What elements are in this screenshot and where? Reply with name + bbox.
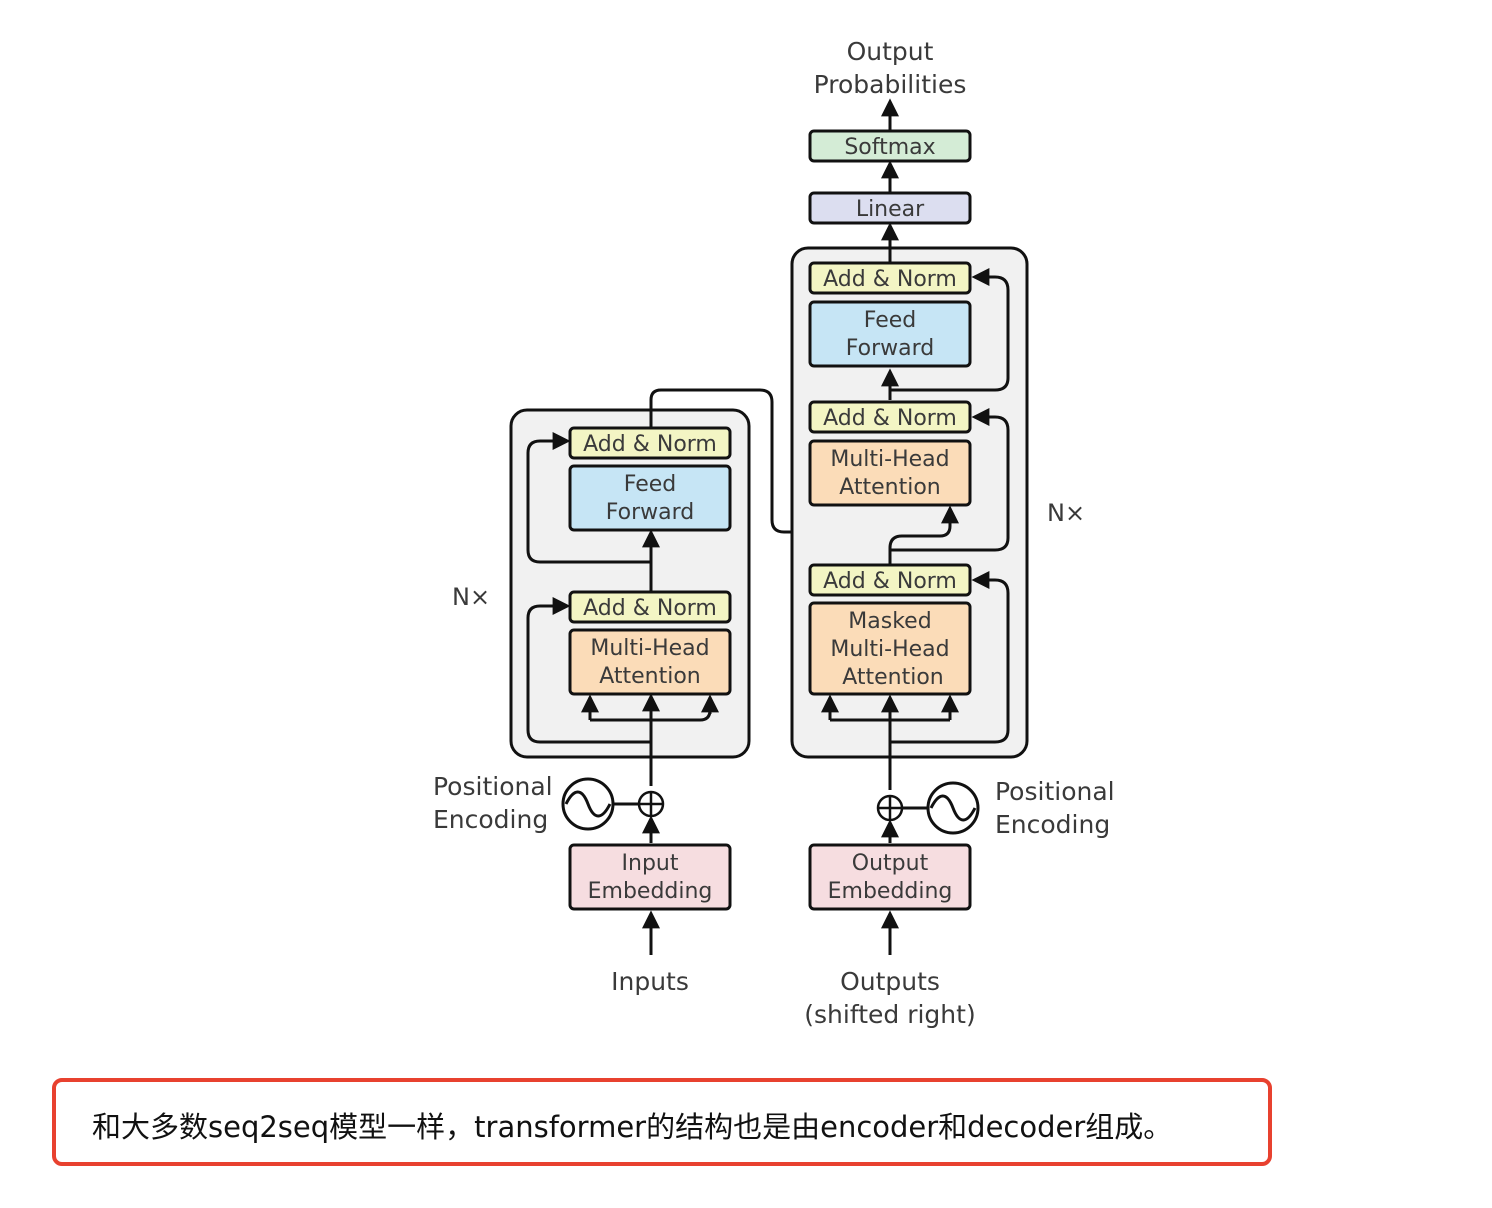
decoder-masked-line1: Masked [848, 609, 931, 634]
encoder-attention-line2: Attention [599, 664, 701, 689]
encoder-feed-forward-line2: Forward [606, 500, 694, 525]
decoder-nx-label: N× [1047, 499, 1085, 527]
decoder-add-icon [876, 794, 904, 822]
decoder-masked-line2: Multi-Head [830, 637, 949, 662]
encoder-attention-line1: Multi-Head [590, 636, 709, 661]
encoder-residual-attention [526, 597, 651, 744]
decoder-add-norm-bottom-box [808, 563, 972, 597]
outputs-label-line1: Outputs [840, 967, 940, 996]
encoder-add-norm-top: Add & Norm [583, 432, 717, 457]
outputs-label-line2: (shifted right) [804, 1000, 975, 1029]
inputs-label: Inputs [611, 967, 689, 996]
encoder-add-icon [637, 790, 665, 818]
output-embedding-line2: Embedding [828, 879, 953, 904]
input-embedding-box [568, 843, 732, 911]
caption-box: 和大多数seq2seq模型一样，transformer的结构也是由encoder… [52, 1078, 1272, 1166]
decoder-feed-forward-line2: Forward [846, 336, 934, 361]
input-embedding-line2: Embedding [588, 879, 713, 904]
decoder-attention-line2: Attention [839, 475, 941, 500]
output-embedding-line1: Output [852, 851, 929, 876]
decoder-positional-encoding-line2: Encoding [995, 810, 1110, 839]
linear-label: Linear [856, 197, 925, 222]
decoder-positional-encoding-line1: Positional [995, 777, 1115, 806]
softmax-box [808, 129, 972, 163]
encoder-nx-label: N× [452, 583, 490, 611]
decoder-add-norm-top-box [808, 261, 972, 295]
output-embedding-box [808, 843, 972, 911]
decoder-residual-attention [890, 408, 1010, 552]
decoder-feed-forward-line1: Feed [864, 308, 917, 333]
output-probabilities-line1: Output [847, 37, 934, 66]
transformer-architecture-diagram: Add & Norm Feed Forward Add & Norm Multi… [433, 37, 1115, 1029]
caption-text: 和大多数seq2seq模型一样，transformer的结构也是由encoder… [92, 1110, 1173, 1144]
decoder-add-norm-top: Add & Norm [823, 267, 957, 292]
output-probabilities-line2: Probabilities [814, 70, 967, 99]
encoder-sine-icon [561, 777, 638, 831]
softmax-label: Softmax [844, 135, 935, 160]
encoder-residual-ffn [526, 432, 651, 564]
decoder-add-norm-middle: Add & Norm [823, 406, 957, 431]
input-embedding-line1: Input [622, 851, 679, 876]
encoder-block [509, 408, 751, 759]
encoder-feed-forward-line1: Feed [624, 472, 677, 497]
decoder-attention-box [808, 439, 972, 507]
decoder-sine-icon [902, 781, 980, 835]
encoder-add-norm-bottom: Add & Norm [583, 596, 717, 621]
encoder-positional-encoding-line1: Positional [433, 772, 553, 801]
decoder-attention-line1: Multi-Head [830, 447, 949, 472]
decoder-residual-ffn [890, 268, 1010, 392]
encoder-positional-encoding-line2: Encoding [433, 805, 548, 834]
encoder-add-norm-bottom-box [568, 590, 732, 624]
encoder-add-norm-top-box [568, 426, 732, 460]
decoder-add-norm-bottom: Add & Norm [823, 569, 957, 594]
decoder-residual-masked [890, 571, 1010, 744]
linear-box [808, 191, 972, 225]
encoder-attention-box [568, 628, 732, 696]
decoder-masked-line3: Attention [842, 665, 944, 690]
decoder-add-norm-middle-box [808, 400, 972, 434]
decoder-feed-forward-box [808, 300, 972, 368]
encoder-feed-forward-box [568, 464, 732, 532]
decoder-masked-attention-box [808, 601, 972, 696]
